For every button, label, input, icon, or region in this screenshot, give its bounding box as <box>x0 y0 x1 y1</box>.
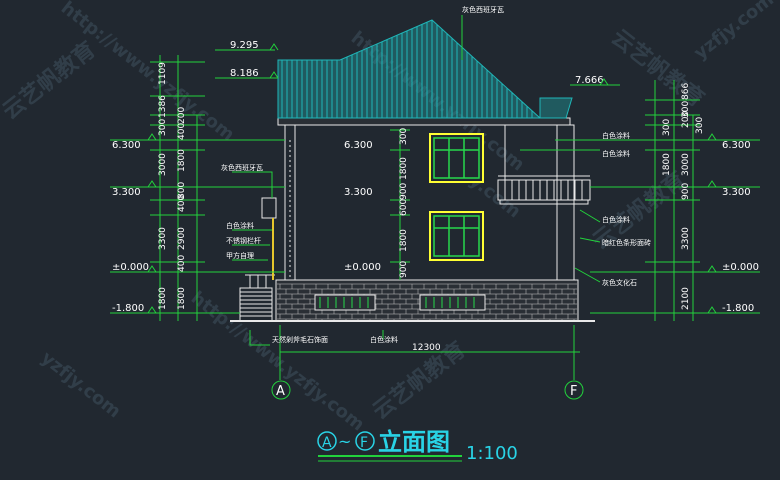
note-left-roof: 灰色西班牙瓦 <box>221 163 263 172</box>
dim-label: 900 <box>681 183 691 200</box>
level-left: -1.800 <box>112 303 144 314</box>
dim-label: 1800 <box>399 229 409 252</box>
level-left: 6.300 <box>112 140 141 151</box>
lower-window <box>429 211 484 261</box>
dim-label: 1386 <box>158 95 168 118</box>
watermark-brand: 云艺帆教育 <box>0 37 100 125</box>
axis-label: F <box>570 384 577 399</box>
base-vent-right <box>419 294 486 311</box>
note-right-tile: 暗红色条形面砖 <box>602 238 651 247</box>
dim-label: 300 <box>662 119 672 136</box>
dim-label: 2900 <box>177 227 187 250</box>
axis-marker-f: F <box>564 380 584 400</box>
level-inner: ±0.000 <box>344 262 381 273</box>
title-scale: 1:100 <box>466 443 518 464</box>
watermark-brand: 云艺帆教育 <box>606 24 709 112</box>
stone-base <box>230 279 595 322</box>
dim-label: 1109 <box>158 62 168 85</box>
level-right: -1.800 <box>722 303 754 314</box>
dim-label: 3300 <box>681 227 691 250</box>
balcony <box>497 175 591 205</box>
dim-label: 300 <box>399 128 409 145</box>
entry-stair <box>239 197 277 322</box>
dimension-lines <box>110 15 760 380</box>
note-right-white: 白色涂料 <box>602 215 630 224</box>
upper-window <box>429 133 484 183</box>
level-right: 6.300 <box>722 140 751 151</box>
dim-total-width: 12300 <box>412 343 441 353</box>
dim-label: 3000 <box>681 153 691 176</box>
watermark-url: yzfjy.com <box>37 347 125 422</box>
watermark-url: http://www.yzfjy.com <box>57 0 238 146</box>
dim-label: 2100 <box>681 287 691 310</box>
note-planter: 甲方自理 <box>226 251 254 260</box>
title-tilde: ~ <box>338 432 351 451</box>
title-axis-a: A <box>322 435 332 451</box>
level-eave-left: 8.186 <box>230 68 259 79</box>
dim-label: 1800 <box>158 287 168 310</box>
material-notes: 灰色西班牙瓦 灰色西班牙瓦 白色涂料 不锈钢栏杆 甲方自理 天然剁斧毛石饰面 白… <box>221 5 651 344</box>
dim-label: 1800 <box>177 287 187 310</box>
level-right: ±0.000 <box>722 262 759 273</box>
level-left: 3.300 <box>112 187 141 198</box>
watermark-url: yzfjy.com <box>690 0 778 64</box>
dim-label: 400 <box>177 195 187 212</box>
dim-label: 1800 <box>662 153 672 176</box>
roof <box>277 19 573 119</box>
left-outer-dims: 1109 1386 300 3000 3300 1800 <box>158 62 168 310</box>
drawing-title: A ~ F 立面图 1:100 <box>317 428 518 464</box>
level-left: ±0.000 <box>112 262 149 273</box>
axis-marker-a: A <box>271 380 291 400</box>
dim-label: 400 <box>177 123 187 140</box>
left-inner-dims: 200 400 1800 800 400 2900 400 1800 <box>177 107 187 310</box>
dim-label: 300 <box>681 101 691 118</box>
dim-label: 900 <box>399 183 409 200</box>
dim-label: 1800 <box>399 157 409 180</box>
level-inner: 3.300 <box>344 187 373 198</box>
level-ridge: 9.295 <box>230 40 259 51</box>
note-steel-rail: 不锈钢栏杆 <box>226 236 261 245</box>
title-axis-f: F <box>360 435 368 451</box>
level-right: 3.300 <box>722 187 751 198</box>
note-white-paint: 白色涂料 <box>226 221 254 230</box>
dim-label: 866 <box>681 83 691 100</box>
level-eave-right: 7.666 <box>575 75 604 86</box>
right-outer-dims: 300 1800 <box>662 119 672 176</box>
note-right-white: 白色涂料 <box>602 149 630 158</box>
note-roof-tile: 灰色西班牙瓦 <box>462 5 504 14</box>
dim-label: 200 <box>681 111 691 128</box>
right-inner-dims: 866 300 200 300 3000 900 3300 2100 <box>681 83 705 310</box>
dim-label: 400 <box>177 255 187 272</box>
level-inner: 6.300 <box>344 140 373 151</box>
center-dims: 300 1800 900 600 1800 900 <box>399 128 409 278</box>
dim-label: 3000 <box>158 153 168 176</box>
dim-label: 1800 <box>177 149 187 172</box>
dim-label: 200 <box>177 107 187 124</box>
dim-label: 800 <box>177 182 187 199</box>
note-right-white: 白色涂料 <box>602 131 630 140</box>
note-right-stone: 灰色文化石 <box>602 278 637 287</box>
dim-label: 900 <box>399 261 409 278</box>
dim-label: 300 <box>695 117 705 134</box>
title-name: 立面图 <box>378 428 450 456</box>
dim-label: 3300 <box>158 227 168 250</box>
note-white-paint-bottom: 白色涂料 <box>370 335 398 344</box>
base-vent-left <box>314 294 376 311</box>
elevation-levels: 6.300 3.300 ±0.000 -1.800 6.300 3.300 ±0… <box>112 40 759 314</box>
house-walls <box>277 117 575 281</box>
note-base-stone: 天然剁斧毛石饰面 <box>272 335 328 344</box>
axis-label: A <box>276 384 285 399</box>
dim-label: 300 <box>158 119 168 136</box>
dim-label: 600 <box>399 199 409 216</box>
